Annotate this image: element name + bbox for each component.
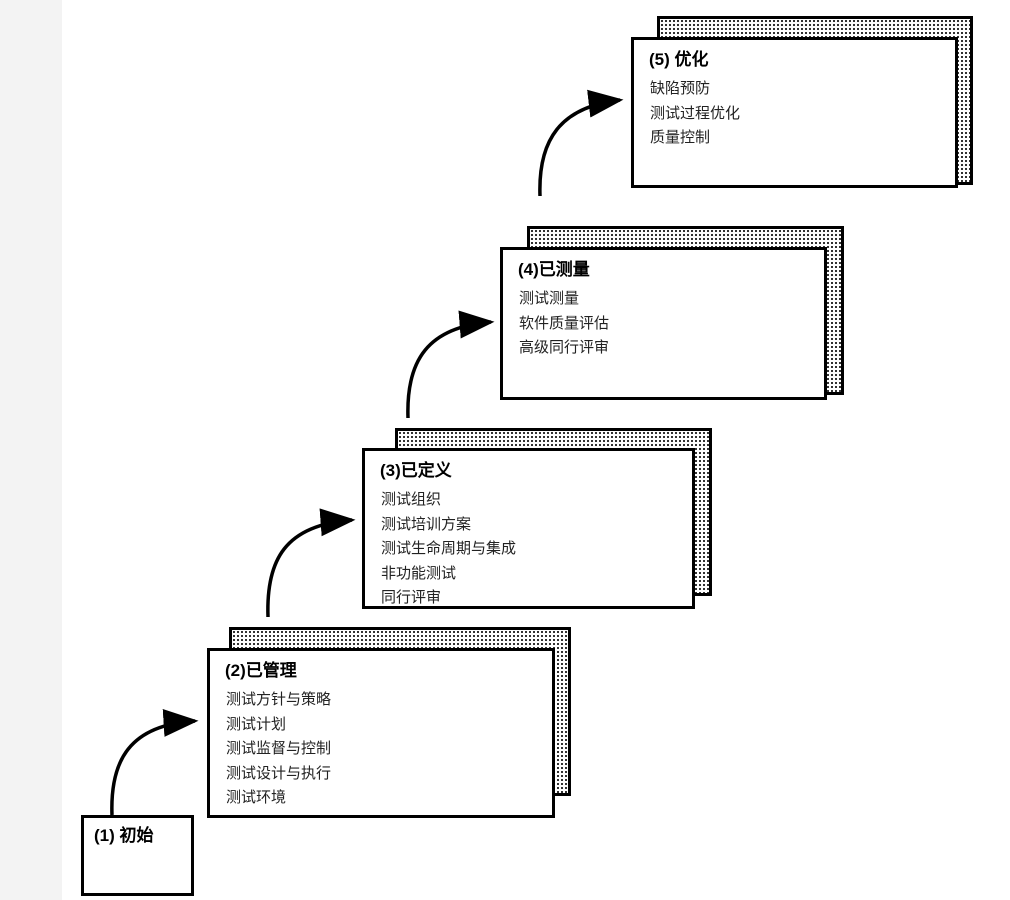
level-4-box: (4)已测量 测试测量 软件质量评估 高级同行评审: [500, 247, 827, 400]
level-2-items: 测试方针与策略 测试计划 测试监督与控制 测试设计与执行 测试环境: [226, 687, 331, 810]
level-1-title: (1) 初始: [94, 826, 154, 845]
level-2-box: (2)已管理 测试方针与策略 测试计划 测试监督与控制 测试设计与执行 测试环境: [207, 648, 555, 818]
level-1-box: (1) 初始: [81, 815, 194, 896]
level-3-item: 测试生命周期与集成: [381, 539, 517, 557]
level-3-items: 测试组织 测试培训方案 测试生命周期与集成 非功能测试 同行评审: [381, 487, 517, 606]
level-3-item: 测试培训方案: [381, 514, 472, 533]
level-5-item: 测试过程优化: [650, 103, 741, 122]
level-4-item: 高级同行评审: [519, 338, 610, 356]
level-5-box: (5) 优化 缺陷预防 测试过程优化 质量控制: [631, 37, 958, 188]
level-3-title: (3)已定义: [380, 461, 452, 480]
level-2-title: (2)已管理: [225, 661, 297, 680]
level-4-item: 测试测量: [519, 289, 580, 307]
level-5-item: 质量控制: [650, 128, 711, 146]
level-2-item: 测试环境: [226, 788, 287, 806]
level-3-item: 非功能测试: [381, 563, 457, 582]
level-4-items: 测试测量 软件质量评估 高级同行评审: [519, 286, 609, 360]
level-3-box: (3)已定义 测试组织 测试培训方案 测试生命周期与集成 非功能测试 同行评审: [362, 448, 695, 609]
level-4-item: 软件质量评估: [519, 313, 610, 332]
level-2-item: 测试监督与控制: [226, 739, 332, 757]
level-2-item: 测试方针与策略: [226, 690, 332, 708]
level-2-item: 测试设计与执行: [226, 763, 332, 782]
level-4-title: (4)已测量: [518, 260, 590, 279]
level-2-item: 测试计划: [226, 714, 287, 733]
level-5-items: 缺陷预防 测试过程优化 质量控制: [650, 76, 740, 150]
level-5-title: (5) 优化: [649, 50, 709, 69]
level-3-item: 同行评审: [381, 588, 442, 606]
level-3-item: 测试组织: [381, 490, 442, 508]
level-5-item: 缺陷预防: [650, 79, 711, 97]
